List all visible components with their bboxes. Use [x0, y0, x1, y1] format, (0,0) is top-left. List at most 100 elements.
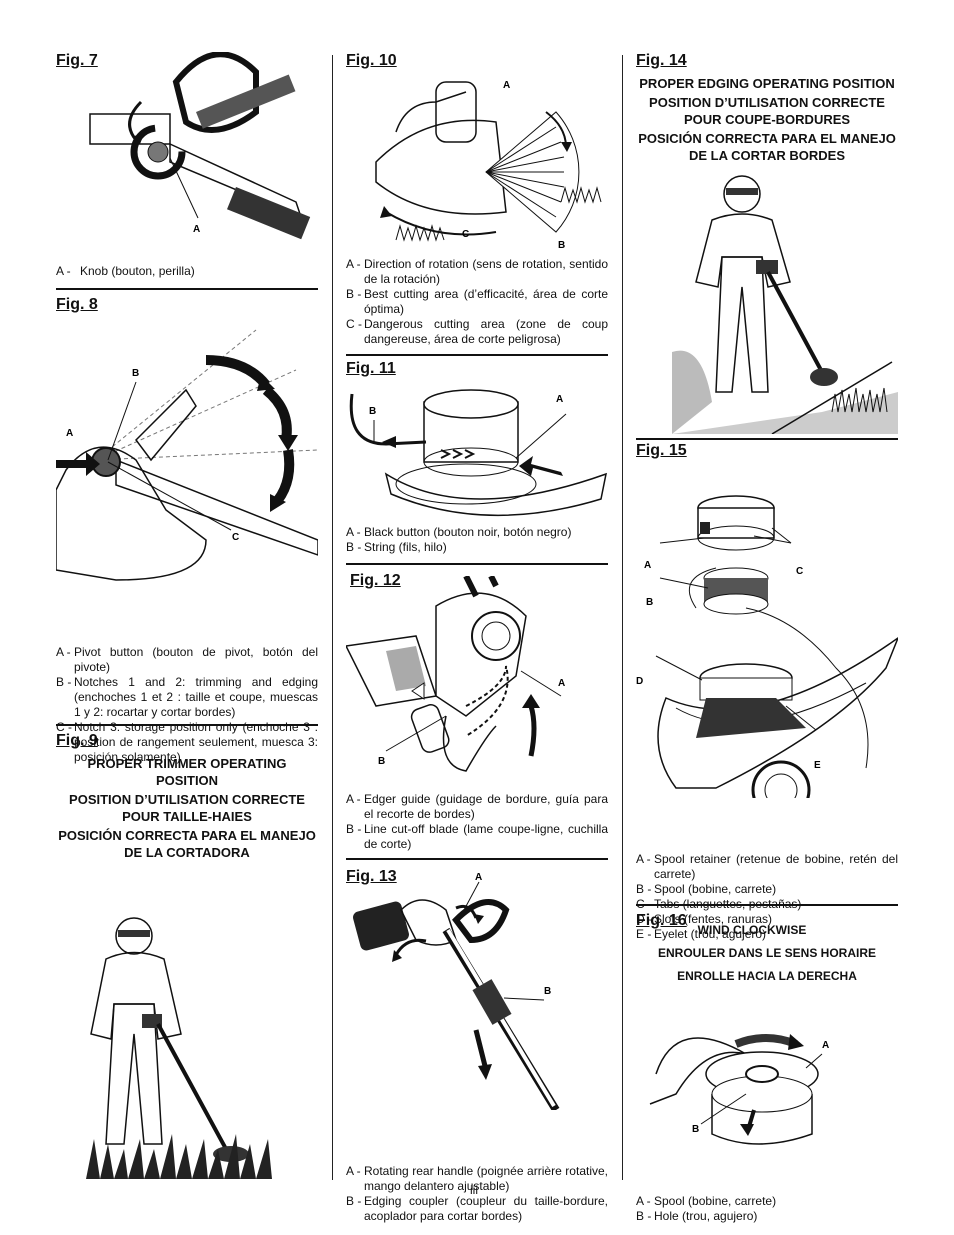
caption-key: A -: [346, 1164, 361, 1178]
figure-title: Fig. 15: [636, 442, 687, 459]
label-c: C: [462, 229, 469, 240]
figure-16: Fig. 16 WIND CLOCKWISE ENROULER DANS LE …: [636, 904, 898, 1223]
figure-title: Fig. 16: [636, 912, 687, 929]
caption-row: B -Spool (bobine, carrete): [636, 882, 898, 897]
caption-key: E -: [636, 927, 652, 941]
divider: [636, 904, 898, 906]
rear-handle-illustration: A B: [353, 872, 560, 1110]
caption-key: B -: [346, 540, 362, 554]
divider: [56, 724, 318, 726]
figure-14: Fig. 14 PROPER EDGING OPERATING POSITION…: [636, 52, 898, 442]
caption-text: Edging coupler (coupleur du taille-bordu…: [364, 1194, 608, 1223]
caption-text: Black button (bouton noir, botón negro): [364, 525, 572, 539]
caption-row: E -Eyelet (trou, agujero): [636, 927, 898, 942]
column-divider-1: [332, 55, 333, 1180]
caption-key: B -: [636, 882, 652, 896]
label-a: A: [644, 560, 651, 571]
label-a: A: [193, 224, 200, 235]
label-b: B: [692, 1124, 699, 1135]
figure-title: Fig. 11: [346, 360, 396, 377]
caption-text: Best cutting area (d’efficacité, área de…: [364, 287, 608, 316]
figure-8: Fig. 8 B A C A -Pivot button (bouton de …: [56, 296, 318, 764]
heading-line: PROPER EDGING OPERATING POSITION: [639, 76, 895, 91]
caption-row: B -Edging coupler (coupleur du taille-bo…: [346, 1194, 608, 1224]
figure-10-caption: A -Direction of rotation (sens de rotati…: [346, 257, 608, 347]
spool-assembly-illustration: A C B D E: [636, 495, 898, 798]
figure-16-caption: A -Spool (bobine, carrete) B -Hole (trou…: [636, 1194, 898, 1224]
caption-key: D -: [636, 912, 652, 926]
caption-key: A -: [636, 1194, 651, 1208]
page-number: iii: [470, 1183, 478, 1197]
caption-row: B -Notches 1 and 2: trimming and edging …: [56, 675, 318, 720]
figure-12-caption: A -Edger guide (guidage de bordure, guía…: [346, 792, 608, 852]
caption-text: Spool retainer (retenue de bobine, retén…: [654, 852, 898, 881]
heading-line: POSICIÓN CORRECTA PARA EL MANEJO DE LA C…: [638, 131, 896, 163]
divider: [636, 438, 898, 440]
caption-row: B -String (fils, hilo): [346, 540, 608, 555]
caption-key: B -: [636, 1209, 652, 1223]
caption-row: A -Direction of rotation (sens de rotati…: [346, 257, 608, 287]
divider: [346, 563, 608, 565]
caption-row: B -Best cutting area (d’efficacité, área…: [346, 287, 608, 317]
caption-key: C -: [346, 317, 362, 331]
caption-row: A -Spool retainer (retenue de bobine, re…: [636, 852, 898, 882]
label-c: C: [232, 532, 239, 543]
caption-row: A -Rotating rear handle (poignée arrière…: [346, 1164, 608, 1194]
figure-15-caption: A -Spool retainer (retenue de bobine, re…: [636, 852, 898, 942]
pivot-illustration: B A C: [56, 329, 318, 581]
figure-8-caption: A -Pivot button (bouton de pivot, botón …: [56, 645, 318, 765]
caption-row: D -Slots (fentes, ranuras): [636, 912, 898, 927]
heading-line: WIND CLOCKWISE: [697, 923, 807, 937]
caption-key: A -: [346, 257, 361, 271]
figure-9-heading: PROPER TRIMMER OPERATING POSITION POSITI…: [56, 755, 318, 863]
label-b: B: [558, 240, 565, 251]
caption-row: A -Spool (bobine, carrete): [636, 1194, 898, 1209]
caption-text: Dangerous cutting area (zone de coup dan…: [364, 317, 608, 346]
caption-text: Slots (fentes, ranuras): [654, 912, 773, 926]
figure-14-heading: PROPER EDGING OPERATING POSITION POSITIO…: [636, 75, 898, 166]
label-a: A: [503, 80, 510, 91]
label-a: A: [822, 1040, 829, 1051]
caption-text: Eyelet (trou, agujero): [654, 927, 767, 941]
label-a: A: [66, 428, 73, 439]
caption-text: Hole (trou, agujero): [654, 1209, 758, 1223]
caption-text: Direction of rotation (sens de rotation,…: [364, 257, 608, 286]
caption-text: Notches 1 and 2: trimming and edging (en…: [74, 675, 318, 719]
figure-title: Fig. 9: [56, 732, 98, 749]
knob-illustration: A: [89, 52, 311, 240]
figure-11-caption: A -Black button (bouton noir, botón negr…: [346, 525, 608, 555]
caption-key: A -: [56, 645, 71, 659]
trimmer-operator-illustration: [86, 917, 272, 1179]
caption-text: Spool (bobine, carrete): [654, 882, 777, 896]
figure-11: Fig. 11 B A A -Black button (bouton noir…: [346, 360, 608, 565]
label-a: A: [558, 678, 565, 689]
caption-key: A -: [346, 792, 361, 806]
label-b: B: [646, 597, 653, 608]
caption-key: B -: [56, 675, 72, 689]
caption-text: String (fils, hilo): [364, 540, 447, 554]
caption-row: B -Line cut-off blade (lame coupe-ligne,…: [346, 822, 608, 852]
figure-title: Fig. 7: [56, 52, 98, 69]
figure-16-heading: WIND CLOCKWISE ENROULER DANS LE SENS HOR…: [636, 920, 898, 989]
label-a: A: [556, 394, 563, 405]
column-divider-2: [622, 55, 623, 1180]
figure-title: Fig. 8: [56, 296, 98, 313]
heading-line: ENROLLE HACIA LA DERECHA: [677, 969, 857, 983]
figure-10: Fig. 10 A C B A -Direction of rotation (…: [346, 52, 608, 357]
figure-12: Fig. 12 A B A -Edger guide (guidage de b…: [346, 572, 608, 862]
figure-15: Fig. 15 A C B D: [636, 442, 898, 941]
caption-text: Line cut-off blade (lame coupe-ligne, cu…: [364, 822, 608, 851]
caption-key: A -: [56, 264, 71, 278]
label-d: D: [636, 676, 643, 687]
figure-13-caption: A -Rotating rear handle (poignée arrière…: [346, 1164, 608, 1224]
wind-spool-illustration: A B: [649, 1034, 829, 1145]
label-b: B: [544, 986, 551, 997]
caption-text: Rotating rear handle (poignée arrière ro…: [364, 1164, 608, 1193]
caption-row: A - Knob (bouton, perilla): [56, 264, 318, 279]
heading-line: POSITION D’UTILISATION CORRECTE POUR TAI…: [69, 792, 305, 824]
heading-line: ENROULER DANS LE SENS HORAIRE: [657, 946, 877, 960]
caption-key: C -: [56, 720, 72, 734]
caption-key: A -: [346, 525, 361, 539]
caption-text: Pivot button (bouton de pivot, botón del…: [74, 645, 318, 674]
spool-button-illustration: B A: [349, 389, 607, 517]
